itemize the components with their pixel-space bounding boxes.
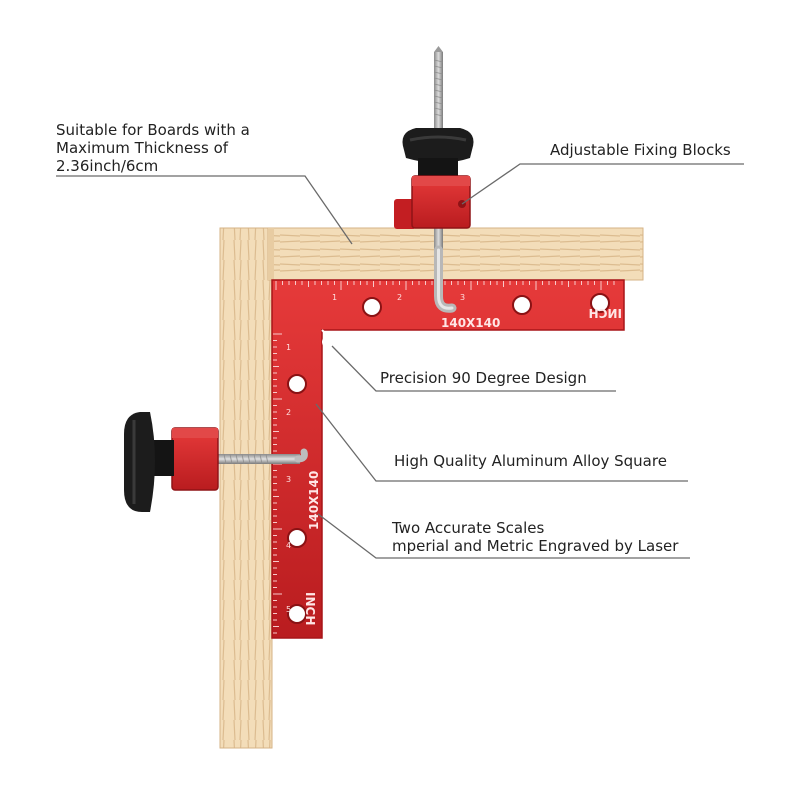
leader-line-precision <box>331 345 616 392</box>
side-hook <box>294 448 308 463</box>
side-unit-engraving: INCH <box>303 592 317 625</box>
callout-fixing-blocks: Adjustable Fixing Blocks <box>550 141 731 159</box>
scale-number: 3 <box>286 475 291 484</box>
top-size-engraving: 140X140 <box>441 316 500 330</box>
vertical-board <box>219 227 273 749</box>
square-hole <box>512 295 532 315</box>
leader-line-scales <box>317 513 690 559</box>
callout-line: Two Accurate Scales <box>392 519 545 537</box>
callout-scales: Two Accurate Scales mperial and Metric E… <box>392 519 678 555</box>
scale-number: 5 <box>286 605 291 614</box>
scale-number: 2 <box>286 408 291 417</box>
scale-number: 2 <box>397 293 402 302</box>
scale-number: 3 <box>460 293 465 302</box>
leader-line-fixing <box>461 163 744 205</box>
side-screw <box>218 454 300 464</box>
horizontal-board <box>267 227 644 281</box>
top-unit-engraving: INCH <box>589 307 622 321</box>
corner-relief-hole <box>322 336 334 348</box>
callout-line: 2.36inch/6cm <box>56 157 159 175</box>
top-knob <box>402 128 474 163</box>
scale-number: 1 <box>286 343 291 352</box>
callout-line: Suitable for Boards with a <box>56 121 250 139</box>
square-hole <box>590 293 610 313</box>
square-hole <box>362 297 382 317</box>
callout-board-thickness: Suitable for Boards with a Maximum Thick… <box>56 121 250 175</box>
scale-number: 1 <box>332 293 337 302</box>
side-size-engraving: 140X140 <box>307 471 321 530</box>
square-hole <box>287 374 307 394</box>
leader-line-board <box>56 175 353 245</box>
callout-line: Maximum Thickness of <box>56 139 229 157</box>
square-hole <box>287 604 307 624</box>
leader-line-alloy <box>315 403 688 482</box>
scale-number: 4 <box>286 541 291 550</box>
callout-alloy: High Quality Aluminum Alloy Square <box>394 452 667 470</box>
square-hole <box>287 528 307 548</box>
callout-precision: Precision 90 Degree Design <box>380 369 587 387</box>
side-knob <box>124 412 155 512</box>
callout-line: mperial and Metric Engraved by Laser <box>392 537 679 555</box>
